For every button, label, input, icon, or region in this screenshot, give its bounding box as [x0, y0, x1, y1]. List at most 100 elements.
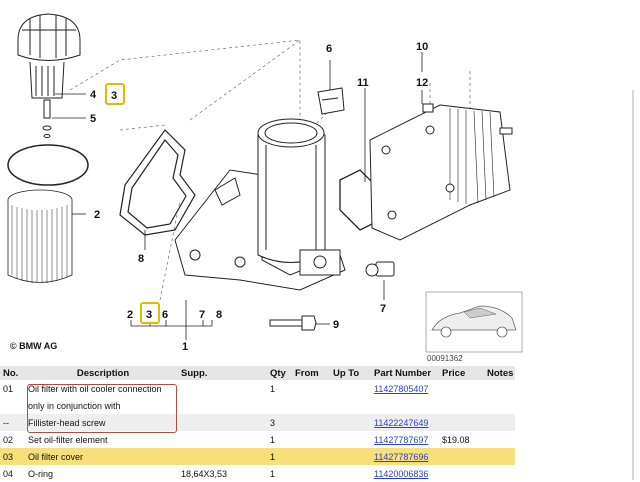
- header-no: No.: [0, 366, 25, 380]
- row-price: [439, 465, 484, 482]
- parts-table: No. Description Supp. Qty From Up To Par…: [0, 366, 515, 482]
- part-number-link[interactable]: 11427787697: [374, 434, 429, 445]
- part-number-link[interactable]: 11420006836: [374, 468, 429, 479]
- header-notes: Notes: [484, 366, 515, 380]
- callout-4: 4: [90, 89, 97, 101]
- gasket-drawing: [119, 129, 196, 236]
- header-description: Description: [25, 366, 178, 380]
- oil-filter-cover-drawing: [17, 13, 81, 138]
- callout-3[interactable]: 3: [111, 90, 117, 102]
- row-price: [439, 448, 484, 465]
- row-supp: [178, 397, 267, 414]
- row-notes: [484, 431, 515, 448]
- diagram-code: 00091362: [427, 354, 463, 363]
- vehicle-thumbnail[interactable]: [425, 291, 523, 353]
- bolt-drawing: [269, 315, 317, 331]
- scrollbar[interactable]: [632, 90, 634, 480]
- callout-10: 10: [416, 41, 428, 53]
- table-row-highlighted: 03 Oil filter cover 1 11427787696: [0, 448, 515, 465]
- row-part-number: 11420006836: [371, 465, 439, 482]
- sensor-drawing: [365, 261, 395, 277]
- callout-2: 2: [94, 209, 100, 221]
- header-from: From: [292, 366, 330, 380]
- row-part-number: 11427787696: [371, 448, 439, 465]
- row-no: [0, 397, 25, 414]
- row-upto: [330, 431, 371, 448]
- callout-1: 1: [182, 341, 188, 353]
- row-part-number: 11427805407: [371, 380, 439, 397]
- row-upto: [330, 465, 371, 482]
- oil-filter-housing-drawing: [174, 118, 346, 291]
- header-upto: Up To: [330, 366, 371, 380]
- row-no: 03: [0, 448, 25, 465]
- row-upto: [330, 380, 371, 397]
- row-part-number: 11422247649: [371, 414, 439, 431]
- header-price: Price: [439, 366, 484, 380]
- header-supp: Supp.: [178, 366, 267, 380]
- row-supp: [178, 431, 267, 448]
- row-supp: [178, 414, 267, 431]
- group-label-3[interactable]: 3: [146, 309, 152, 321]
- row-upto: [330, 397, 371, 414]
- table-row: 02 Set oil-filter element 1 11427787697 …: [0, 431, 515, 448]
- callout-3-highlight: [105, 83, 125, 105]
- row-notes: [484, 380, 515, 397]
- callouts: 4 3 5 2 8 6 10 12 11 9 7 1 2 3 6 7 8: [90, 41, 428, 353]
- group-label-7: 7: [199, 309, 205, 321]
- callout-6: 6: [326, 43, 332, 55]
- row-from: [292, 431, 330, 448]
- row-notes: [484, 414, 515, 431]
- copyright-label: © BMW AG: [10, 341, 57, 351]
- callout-9: 9: [333, 319, 339, 331]
- callout-8: 8: [138, 253, 144, 265]
- row-from: [292, 397, 330, 414]
- row-supp: [178, 380, 267, 397]
- group-callout-3-highlight: [140, 302, 160, 324]
- parts-diagram: 4 3 5 2 8 6 10 12 11 9 7 1 2 3 6 7 8 © B…: [7, 13, 523, 363]
- row-description: only in conjunction with: [28, 400, 121, 411]
- filter-element-drawing: [7, 189, 73, 283]
- callout-12: 12: [416, 77, 428, 89]
- row-supp: 18,64X3,53: [181, 468, 228, 479]
- table-row: 04 O-ring 18,64X3,53 1 11420006836: [0, 465, 515, 482]
- group-label-2: 2: [127, 309, 133, 321]
- part-number-link[interactable]: 11422247649: [374, 417, 429, 428]
- row-qty: 1: [270, 434, 276, 445]
- row-upto: [330, 448, 371, 465]
- row-part-number: [371, 397, 439, 414]
- row-notes: [484, 448, 515, 465]
- oil-cooler-drawing: [369, 103, 513, 241]
- row-description: Fillister-head screw: [25, 414, 178, 431]
- row-from: [292, 465, 330, 482]
- row-notes: [484, 465, 515, 482]
- part-number-link[interactable]: 11427805407: [374, 383, 429, 394]
- group-label-6: 6: [162, 309, 168, 321]
- header-qty: Qty: [267, 366, 292, 380]
- row-from: [292, 414, 330, 431]
- row-price: [439, 414, 484, 431]
- table-row: -- Fillister-head screw 3 11422247649: [0, 414, 515, 431]
- row-description: Oil filter cover: [25, 448, 178, 465]
- table-header: No. Description Supp. Qty From Up To Par…: [0, 366, 515, 380]
- part-number-link[interactable]: 11427787696: [374, 451, 429, 462]
- row-no: 01: [3, 383, 14, 394]
- callout-5: 5: [90, 113, 96, 125]
- row-qty: [267, 397, 292, 414]
- group-label-8: 8: [216, 309, 222, 321]
- table-row: 01 Oil filter with oil cooler connection…: [0, 380, 515, 397]
- row-price: [439, 397, 484, 414]
- row-from: [292, 380, 330, 397]
- row-no: 04: [3, 468, 14, 479]
- row-price: [439, 380, 484, 397]
- row-description: O-ring: [28, 468, 54, 479]
- callout-11: 11: [357, 77, 369, 89]
- row-no: --: [0, 414, 25, 431]
- row-upto: [330, 414, 371, 431]
- table-row: only in conjunction with: [0, 397, 515, 414]
- row-price: $19.08: [442, 434, 470, 445]
- row-description: Set oil-filter element: [28, 434, 108, 445]
- row-description: Oil filter with oil cooler connection: [28, 383, 162, 394]
- header-part-number: Part Number: [371, 366, 439, 380]
- row-qty: 1: [270, 383, 276, 394]
- clip-drawing: [317, 87, 345, 115]
